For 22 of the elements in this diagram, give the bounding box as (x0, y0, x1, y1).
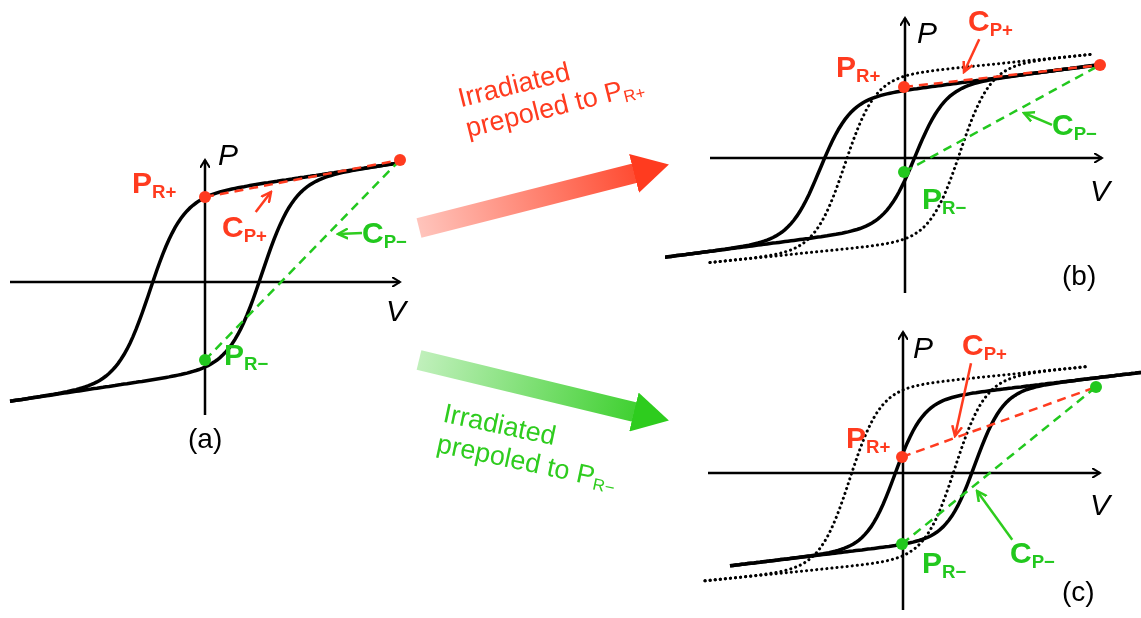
curve-label: C$_{P−}$ (1010, 538, 1055, 572)
axis-label: P (218, 140, 238, 170)
curve-label: C$_{P+}$ (962, 330, 1007, 364)
point-label: P$_{R+}$ (836, 52, 881, 86)
point-label: P$_{R+}$ (132, 168, 177, 202)
panel-caption: (c) (1062, 578, 1095, 606)
curve-label: C$_{P+}$ (968, 6, 1013, 40)
axis-label: V (1090, 176, 1110, 206)
curve-label: C$_{P−}$ (1052, 110, 1097, 144)
point-label: P$_{R−}$ (224, 340, 269, 374)
curve-label: C$_{P−}$ (362, 218, 407, 252)
axis-label: V (1090, 490, 1110, 520)
point-label: P$_{R−}$ (922, 184, 967, 218)
panel-caption: (a) (188, 425, 223, 453)
curve-label: C$_{P+}$ (222, 212, 267, 246)
point-label: P$_{R+}$ (846, 423, 891, 457)
point-label: P$_{R−}$ (922, 548, 967, 582)
axis-label: P (917, 18, 937, 48)
axis-label: P (913, 333, 933, 363)
axis-label: V (386, 296, 406, 326)
edge-label: Irradiated prepoled to P$_{R−}$ (433, 398, 618, 498)
panel-caption: (b) (1062, 262, 1097, 290)
